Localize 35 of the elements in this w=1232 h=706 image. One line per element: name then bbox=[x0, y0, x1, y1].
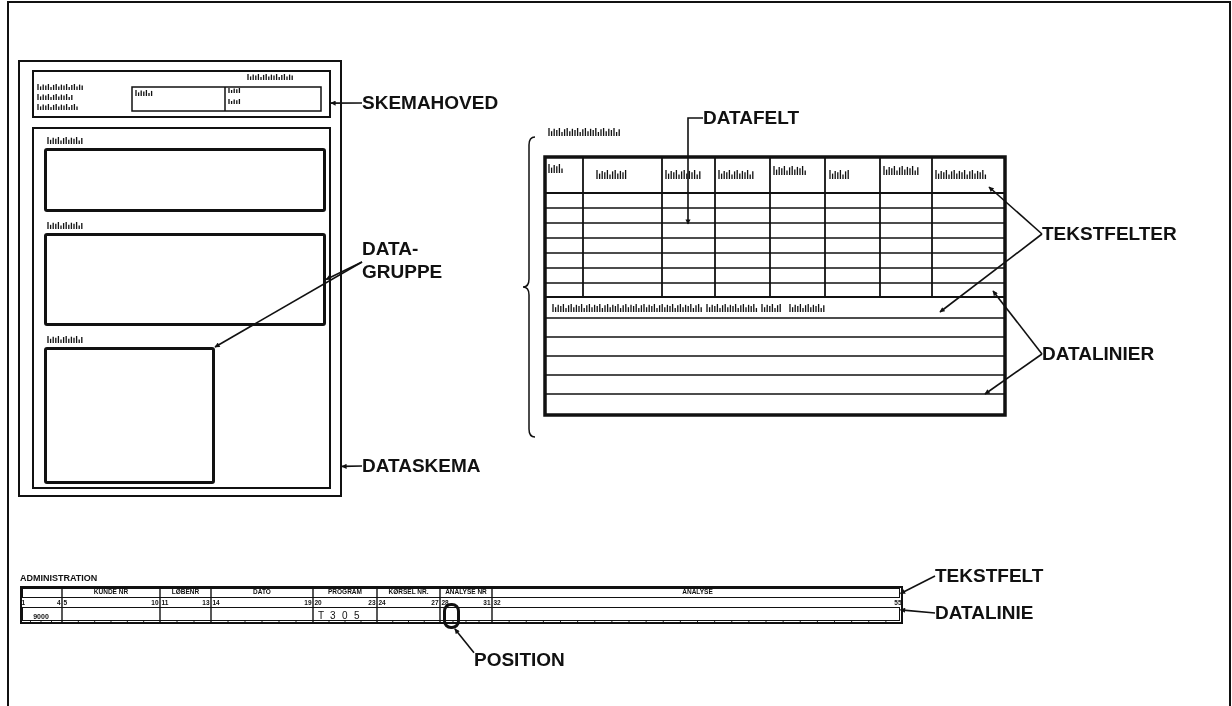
leader-arrow bbox=[988, 186, 1043, 235]
leader-arrow bbox=[984, 353, 1043, 395]
group-box bbox=[44, 233, 326, 326]
callout-label: DATASKEMA bbox=[362, 454, 481, 478]
callout-label: DATALINIE bbox=[935, 601, 1034, 625]
position-marker bbox=[443, 603, 460, 629]
callout-label: SKEMAHOVED bbox=[362, 91, 499, 115]
callout-label: DATALINIER bbox=[1042, 342, 1155, 366]
leader-arrow bbox=[454, 628, 475, 654]
data-value: 5 bbox=[354, 610, 360, 621]
body-frame bbox=[32, 127, 331, 489]
callout-label: DATAFELT bbox=[703, 106, 800, 130]
text-field-row bbox=[22, 588, 900, 598]
callout-label: TEKSTFELT bbox=[935, 564, 1044, 588]
data-value: 0 bbox=[342, 610, 348, 621]
data-line-row bbox=[22, 606, 900, 621]
leader-arrow bbox=[214, 261, 363, 348]
data-value: T bbox=[318, 610, 325, 621]
callout-label: DATA- GRUPPE bbox=[362, 238, 444, 284]
leader-arrow bbox=[341, 463, 363, 469]
header-box bbox=[32, 70, 331, 118]
leader-arrow bbox=[685, 117, 704, 225]
leader-arrow bbox=[325, 261, 363, 281]
data-value: 3 bbox=[330, 610, 336, 621]
callout-label: TEKSTFELTER bbox=[1042, 222, 1177, 246]
leader-arrow bbox=[899, 575, 936, 595]
form-title: ADMINISTRATION bbox=[20, 574, 98, 583]
group-box bbox=[44, 148, 326, 212]
group-box bbox=[44, 347, 215, 484]
leader-arrow bbox=[330, 100, 363, 106]
schema-frame bbox=[18, 60, 342, 497]
leader-arrow bbox=[992, 290, 1043, 355]
callout-label: POSITION bbox=[474, 648, 565, 672]
leader-arrow bbox=[899, 607, 936, 614]
leader-arrow bbox=[939, 233, 1043, 313]
